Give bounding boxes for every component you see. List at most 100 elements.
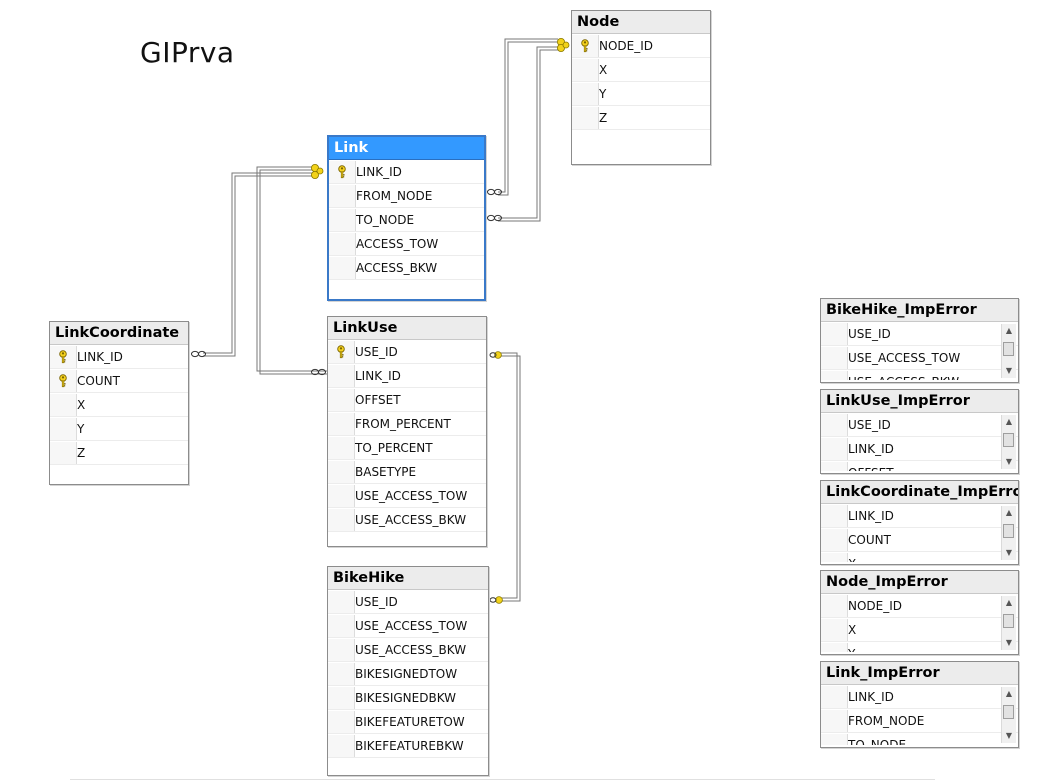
node-table-header[interactable]: Node (572, 11, 710, 34)
scrollbar-thumb[interactable] (1003, 705, 1014, 719)
link-use-imp-error-table-header[interactable]: LinkUse_ImpError (821, 390, 1018, 413)
scroll-down-arrow-icon[interactable]: ▼ (1005, 548, 1013, 557)
column-row[interactable]: USE_ACCESS_TOW (328, 614, 488, 638)
column-row[interactable]: Y (50, 417, 188, 441)
column-row[interactable]: BIKEFEATURETOW (328, 710, 488, 734)
row-selector[interactable] (821, 642, 848, 652)
vertical-scrollbar[interactable]: ▲▼ (1001, 506, 1016, 560)
column-row[interactable]: USE_ACCESS_BKW (821, 370, 1018, 380)
row-selector[interactable] (329, 232, 356, 255)
column-row[interactable]: X (572, 58, 710, 82)
row-selector[interactable] (821, 461, 848, 471)
column-row[interactable]: BIKESIGNEDTOW (328, 662, 488, 686)
row-selector[interactable] (572, 106, 599, 129)
column-row[interactable]: Y (572, 82, 710, 106)
row-selector[interactable] (572, 82, 599, 105)
column-row[interactable]: COUNT (821, 528, 1018, 552)
bike-hike-table-header[interactable]: BikeHike (328, 567, 488, 590)
column-row[interactable]: FROM_NODE (821, 709, 1018, 733)
row-selector[interactable] (329, 208, 356, 231)
column-row[interactable]: LINK_ID (50, 345, 188, 369)
link-use-table-header[interactable]: LinkUse (328, 317, 486, 340)
column-row[interactable]: X (50, 393, 188, 417)
column-row[interactable]: BIKESIGNEDBKW (328, 686, 488, 710)
row-selector[interactable] (821, 528, 848, 551)
row-selector[interactable] (329, 160, 356, 183)
column-row[interactable]: BASETYPE (328, 460, 486, 484)
scroll-up-arrow-icon[interactable]: ▲ (1005, 598, 1013, 607)
column-row[interactable]: USE_ACCESS_TOW (821, 346, 1018, 370)
row-selector[interactable] (328, 638, 355, 661)
scroll-down-arrow-icon[interactable]: ▼ (1005, 457, 1013, 466)
link-imp-error-table-header[interactable]: Link_ImpError (821, 662, 1018, 685)
row-selector[interactable] (328, 614, 355, 637)
row-selector[interactable] (328, 460, 355, 483)
row-selector[interactable] (821, 552, 848, 562)
column-row[interactable]: USE_ACCESS_TOW (328, 484, 486, 508)
scroll-up-arrow-icon[interactable]: ▲ (1005, 417, 1013, 426)
row-selector[interactable] (821, 322, 848, 345)
row-selector[interactable] (50, 393, 77, 416)
column-row[interactable]: USE_ACCESS_BKW (328, 508, 486, 532)
scrollbar-thumb[interactable] (1003, 433, 1014, 447)
row-selector[interactable] (821, 685, 848, 708)
column-row[interactable]: TO_NODE (329, 208, 484, 232)
column-row[interactable]: USE_ID (328, 590, 488, 614)
scrollbar-thumb[interactable] (1003, 524, 1014, 538)
column-row[interactable]: USE_ACCESS_BKW (328, 638, 488, 662)
vertical-scrollbar[interactable]: ▲▼ (1001, 596, 1016, 650)
row-selector[interactable] (328, 388, 355, 411)
column-row[interactable]: LINK_ID (821, 437, 1018, 461)
column-row[interactable]: LINK_ID (821, 504, 1018, 528)
column-row[interactable]: LINK_ID (821, 685, 1018, 709)
column-row[interactable]: USE_ID (821, 322, 1018, 346)
scroll-down-arrow-icon[interactable]: ▼ (1005, 366, 1013, 375)
scroll-up-arrow-icon[interactable]: ▲ (1005, 508, 1013, 517)
vertical-scrollbar[interactable]: ▲▼ (1001, 324, 1016, 378)
row-selector[interactable] (328, 484, 355, 507)
row-selector[interactable] (821, 370, 848, 380)
column-row[interactable]: X (821, 552, 1018, 562)
column-row[interactable]: TO_NODE (821, 733, 1018, 745)
row-selector[interactable] (328, 734, 355, 757)
column-row[interactable]: OFFSET (821, 461, 1018, 471)
column-row[interactable]: USE_ID (821, 413, 1018, 437)
row-selector[interactable] (572, 58, 599, 81)
bike-hike-imp-error-table[interactable]: BikeHike_ImpError USE_IDUSE_ACCESS_TOWUS… (820, 298, 1019, 383)
scroll-up-arrow-icon[interactable]: ▲ (1005, 326, 1013, 335)
scrollbar-thumb[interactable] (1003, 342, 1014, 356)
column-row[interactable]: X (821, 618, 1018, 642)
scroll-down-arrow-icon[interactable]: ▼ (1005, 731, 1013, 740)
row-selector[interactable] (328, 662, 355, 685)
scrollbar-thumb[interactable] (1003, 614, 1014, 628)
column-row[interactable]: ACCESS_BKW (329, 256, 484, 280)
link-coordinate-table-header[interactable]: LinkCoordinate (50, 322, 188, 345)
column-row[interactable]: OFFSET (328, 388, 486, 412)
column-row[interactable]: LINK_ID (328, 364, 486, 388)
row-selector[interactable] (821, 618, 848, 641)
scroll-up-arrow-icon[interactable]: ▲ (1005, 689, 1013, 698)
column-row[interactable]: FROM_NODE (329, 184, 484, 208)
row-selector[interactable] (328, 590, 355, 613)
column-row[interactable]: NODE_ID (821, 594, 1018, 618)
column-row[interactable]: Y (821, 642, 1018, 652)
row-selector[interactable] (328, 436, 355, 459)
vertical-scrollbar[interactable]: ▲▼ (1001, 415, 1016, 469)
column-row[interactable]: Z (50, 441, 188, 465)
column-row[interactable]: USE_ID (328, 340, 486, 364)
scroll-down-arrow-icon[interactable]: ▼ (1005, 638, 1013, 647)
column-row[interactable]: COUNT (50, 369, 188, 393)
row-selector[interactable] (328, 364, 355, 387)
node-imp-error-table-header[interactable]: Node_ImpError (821, 571, 1018, 594)
row-selector[interactable] (821, 413, 848, 436)
row-selector[interactable] (50, 441, 77, 464)
row-selector[interactable] (328, 412, 355, 435)
